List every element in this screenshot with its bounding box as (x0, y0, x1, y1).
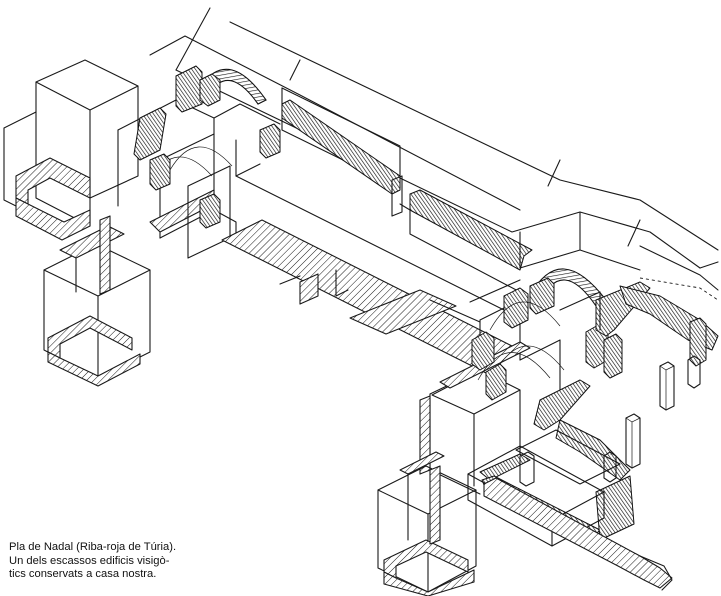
east-rubble-bands (595, 277, 719, 379)
drain-channel (483, 477, 673, 591)
long-hall (221, 87, 521, 371)
rubble-wall (281, 99, 533, 293)
caption-line-3: tics conservats a casa nostra. (9, 568, 157, 581)
arch-group-west (133, 65, 281, 229)
connecting-walls (429, 211, 641, 331)
west-tower-upper (3, 59, 139, 241)
arch-group-east (471, 268, 609, 401)
west-tower-lower (43, 215, 151, 387)
site-boundary (149, 7, 719, 291)
caption-line-1: Pla de Nadal (Riba-roja de Túria). (9, 541, 177, 553)
standing-posts (519, 355, 701, 487)
east-tower-lower (377, 451, 477, 596)
figure-caption: Pla de Nadal (Riba-roja de Túria). Un de… (9, 541, 247, 582)
caption-line-2: Un dels escassos edificis visigò- (9, 554, 170, 567)
